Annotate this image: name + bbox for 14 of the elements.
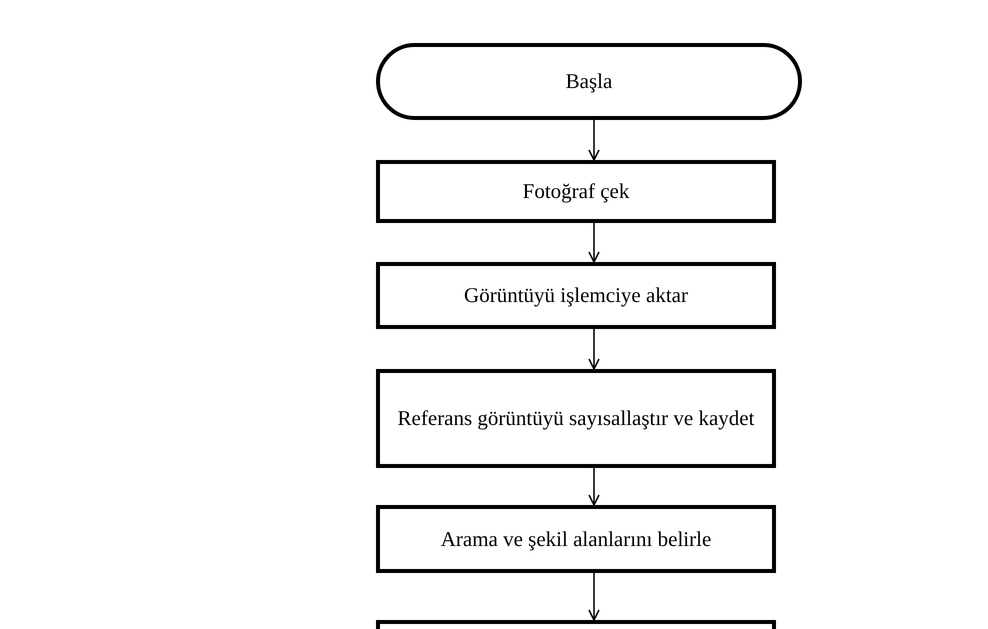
step-label: Arama ve şekil alanlarını belirle [440,526,712,552]
step-label: Referans görüntüyü sayısallaştır ve kaydet [398,405,754,432]
process-box [376,262,776,329]
process-box [376,160,776,223]
arrow [588,223,600,263]
step-label: Görüntüyü işlemciye aktar [464,282,688,309]
arrow [588,120,600,161]
process-box [376,505,776,573]
arrow [588,573,600,621]
step-label: Fotoğraf çek [522,178,630,205]
arrow [588,468,600,506]
step-label: Başla [566,68,612,95]
arrow [588,329,600,370]
process-box [376,369,776,468]
